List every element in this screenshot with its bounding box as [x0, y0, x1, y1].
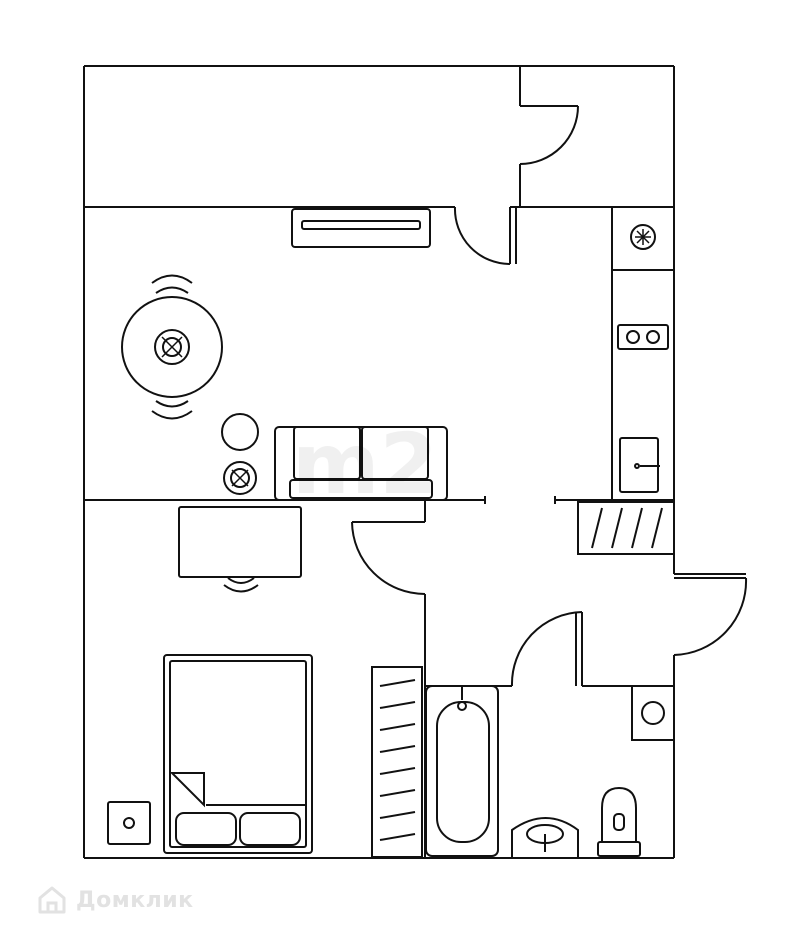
- hall-wardrobe: [577, 501, 675, 555]
- floor-outlet: [107, 801, 151, 845]
- bathtub: [425, 685, 499, 857]
- table-center-icon: [161, 336, 183, 358]
- bathroom-door[interactable]: [510, 611, 583, 687]
- washing-machine: [631, 685, 675, 741]
- brand-text: Домклик: [76, 887, 194, 913]
- bed: [163, 654, 313, 854]
- fan-icon: [635, 229, 651, 245]
- sink: [511, 817, 579, 859]
- entrance-door[interactable]: [673, 577, 748, 656]
- loggia-wall: [84, 66, 674, 208]
- desk: [178, 506, 302, 593]
- kitchen-wall: [554, 207, 674, 504]
- bedroom-door[interactable]: [351, 521, 426, 595]
- side-table: [221, 413, 259, 495]
- ac-unit: [291, 208, 431, 248]
- kitchen-unit: [617, 224, 669, 493]
- house-logo-icon: [38, 886, 66, 914]
- wardrobe: [371, 666, 423, 858]
- loggia-door[interactable]: [453, 105, 579, 265]
- sofa: [274, 426, 448, 501]
- toilet: [597, 786, 641, 857]
- watermark-logo: Домклик: [36, 884, 194, 916]
- lamp-icon: [231, 469, 249, 487]
- bathroom-walls: [425, 573, 746, 687]
